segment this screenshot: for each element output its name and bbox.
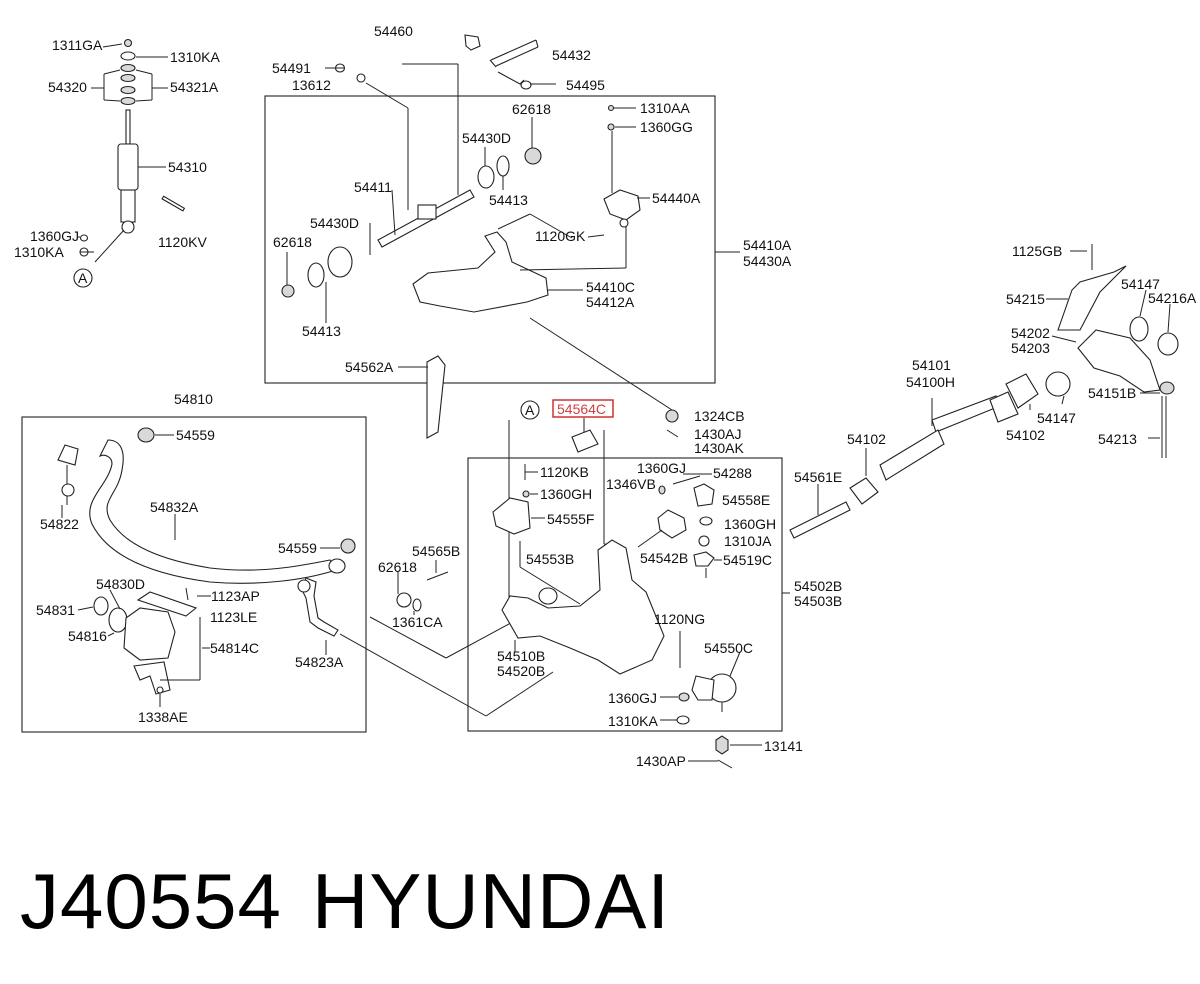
- label-1123LE: 1123LE: [210, 609, 257, 625]
- label-54814C: 54814C: [210, 640, 259, 656]
- label-1430AP: 1430AP: [636, 753, 686, 769]
- label-1120KV: 1120KV: [158, 234, 207, 250]
- part-code-caption: J40554: [20, 857, 282, 945]
- label-54816: 54816: [68, 628, 107, 644]
- lower-arm-assembly: [492, 399, 790, 769]
- reference-circle-a: A: [78, 270, 88, 286]
- label-54559-right: 54559: [278, 540, 317, 556]
- label-54440A: 54440A: [652, 190, 701, 206]
- label-54288: 54288: [713, 465, 752, 481]
- upper-arm-assembly: [281, 34, 740, 439]
- label-54510B: 54510B: [497, 648, 545, 664]
- label-1120GK: 1120GK: [535, 228, 586, 244]
- label-1310KA: 1310KA: [170, 49, 220, 65]
- label-54559: 54559: [176, 427, 215, 443]
- label-1360GH-right: 1360GH: [724, 516, 776, 532]
- label-54832A: 54832A: [150, 499, 199, 515]
- label-54320: 54320: [48, 79, 87, 95]
- label-54100H: 54100H: [906, 374, 955, 390]
- label-1310KA-lower: 1310KA: [14, 244, 64, 260]
- label-54213: 54213: [1098, 431, 1137, 447]
- label-54460: 54460: [374, 23, 413, 39]
- label-54822: 54822: [40, 516, 79, 532]
- label-54555F: 54555F: [547, 511, 594, 527]
- label-54565B: 54565B: [412, 543, 460, 559]
- label-54519C: 54519C: [723, 552, 772, 568]
- label-54202: 54202: [1011, 325, 1050, 341]
- upper-arm-box: [264, 95, 716, 384]
- label-54558E: 54558E: [722, 492, 770, 508]
- label-54830D: 54830D: [96, 576, 145, 592]
- label-54147-lower: 54147: [1037, 410, 1076, 426]
- label-1120NG: 1120NG: [654, 611, 705, 627]
- label-54411: 54411: [354, 179, 392, 195]
- shock-absorber-assembly: [73, 38, 186, 288]
- label-54410C: 54410C: [586, 279, 635, 295]
- label-54101: 54101: [912, 357, 951, 373]
- label-1310JA: 1310JA: [724, 533, 772, 549]
- label-54321A: 54321A: [170, 79, 219, 95]
- label-54430D: 54430D: [462, 130, 511, 146]
- label-13612: 13612: [292, 77, 331, 93]
- brand-caption: HYUNDAI: [312, 857, 670, 945]
- label-54520B: 54520B: [497, 663, 545, 679]
- label-54430A: 54430A: [743, 253, 792, 269]
- label-54216A: 54216A: [1148, 290, 1197, 306]
- label-54823A: 54823A: [295, 654, 344, 670]
- label-54561E: 54561E: [794, 469, 842, 485]
- label-1430AJ: 1430AJ: [694, 426, 741, 442]
- label-54410A: 54410A: [743, 237, 792, 253]
- torsion-bar-assembly: [789, 244, 1179, 539]
- label-54203: 54203: [1011, 340, 1050, 356]
- label-1360GG: 1360GG: [640, 119, 693, 135]
- label-1360GH: 1360GH: [540, 486, 592, 502]
- label-54491: 54491: [272, 60, 311, 76]
- label-54215: 54215: [1006, 291, 1045, 307]
- label-1430AK: 1430AK: [694, 440, 744, 456]
- label-54502B: 54502B: [794, 578, 842, 594]
- label-54412A: 54412A: [586, 294, 635, 310]
- label-13141: 13141: [764, 738, 803, 754]
- label-54102: 54102: [847, 431, 886, 447]
- highlight-54564C: [552, 399, 614, 418]
- label-54810: 54810: [174, 391, 213, 407]
- label-62618-stab: 62618: [378, 559, 417, 575]
- lower-arm-box: [467, 457, 783, 732]
- label-1360GJ-lower: 1360GJ: [637, 460, 686, 476]
- stabilizer-assembly: [57, 427, 554, 717]
- label-54151B: 54151B: [1088, 385, 1136, 401]
- label-1324CB: 1324CB: [694, 408, 745, 424]
- label-62618: 62618: [512, 101, 551, 117]
- label-54553B: 54553B: [526, 551, 574, 567]
- label-54495: 54495: [566, 77, 605, 93]
- label-62618-lower: 62618: [273, 234, 312, 250]
- label-54550C: 54550C: [704, 640, 753, 656]
- label-54413: 54413: [489, 192, 528, 208]
- label-54413-lower: 54413: [302, 323, 341, 339]
- label-1361CA: 1361CA: [392, 614, 443, 630]
- stabilizer-box: [21, 416, 367, 733]
- label-54562A: 54562A: [345, 359, 394, 375]
- label-1346VB: 1346VB: [606, 476, 656, 492]
- label-54542B: 54542B: [640, 550, 688, 566]
- label-1310AA: 1310AA: [640, 100, 690, 116]
- label-54147: 54147: [1121, 276, 1160, 292]
- label-54430D-lower: 54430D: [310, 215, 359, 231]
- label-1123AP: 1123AP: [211, 588, 260, 604]
- label-1360GJ-ball: 1360GJ: [608, 690, 657, 706]
- label-54310: 54310: [168, 159, 207, 175]
- label-1120KB: 1120KB: [540, 464, 589, 480]
- label-1125GB: 1125GB: [1012, 243, 1062, 259]
- label-54102-right: 54102: [1006, 427, 1045, 443]
- label-1311GA: 1311GA: [52, 37, 103, 53]
- reference-circle-a-lower: A: [525, 402, 535, 418]
- label-54831: 54831: [36, 602, 75, 618]
- label-54432: 54432: [552, 47, 591, 63]
- label-1338AE: 1338AE: [138, 709, 188, 725]
- label-1310KA-ball: 1310KA: [608, 713, 658, 729]
- label-54503B: 54503B: [794, 593, 842, 609]
- label-1360GJ: 1360GJ: [30, 228, 79, 244]
- label-54564C: 54564C: [557, 401, 606, 417]
